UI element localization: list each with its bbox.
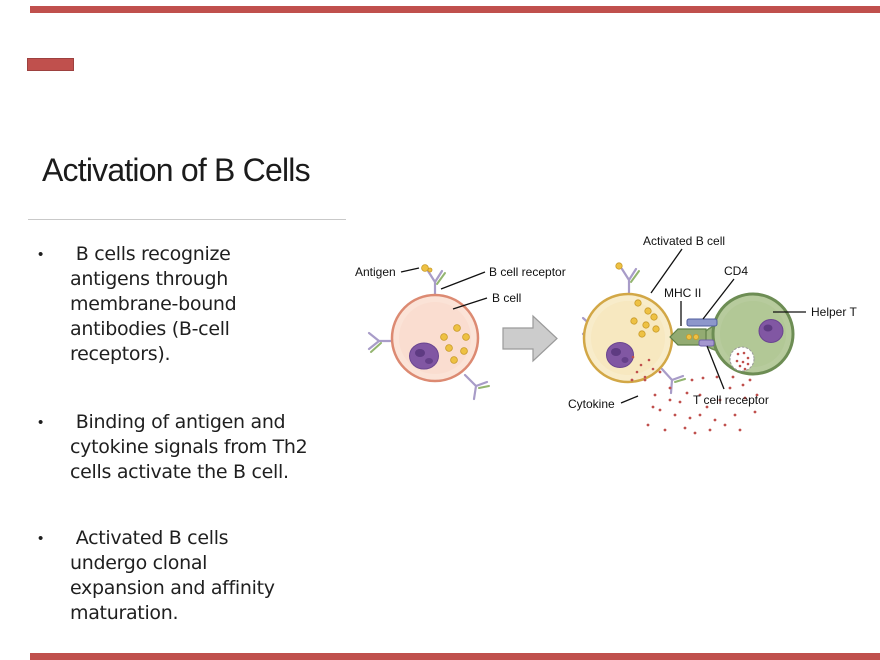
- cytokine-vesicle: [729, 346, 755, 372]
- title-divider: [28, 219, 346, 220]
- bullet-line: expansion and affinity: [70, 577, 275, 599]
- activated-b-cell-illustration: [581, 262, 686, 395]
- peptide-dot: [692, 334, 699, 341]
- b-cell-activation-diagram: Antigen B cell receptor B cell Activated…: [355, 234, 857, 435]
- bullet-item-2: • Binding of antigen and cytokine signal…: [28, 410, 358, 485]
- bullet-marker: •: [38, 414, 44, 431]
- bullet-line: maturation.: [70, 602, 179, 624]
- label-cytokine: Cytokine: [568, 397, 615, 411]
- b-cell-receptor-bottom-icon: [463, 373, 490, 401]
- label-mhc-ii: MHC II: [664, 286, 701, 300]
- page-title: Activation of B Cells: [42, 152, 311, 188]
- bullet-line: Activated B cells: [70, 527, 229, 549]
- cd4-pointer-line: [702, 278, 735, 320]
- label-helper-t: Helper T: [811, 305, 857, 319]
- antigen-pointer-line: [400, 267, 420, 273]
- bullet-text: Activated B cells undergo clonal expansi…: [70, 526, 358, 626]
- bullet-text: B cells recognize antigens through membr…: [70, 242, 358, 367]
- cytokine-dots-scatter: [630, 370, 759, 435]
- cytokine-pointer-line: [620, 395, 639, 404]
- bullet-marker: •: [38, 246, 44, 263]
- label-antigen: Antigen: [355, 265, 396, 279]
- bullet-line: undergo clonal: [70, 552, 208, 574]
- helper-t-illustration: [669, 292, 795, 376]
- bullet-text: Binding of antigen and cytokine signals …: [70, 410, 358, 485]
- cytokine-dots-inside: [631, 355, 655, 379]
- activated-b-receptor-top-icon: [615, 262, 640, 297]
- b-cell-receptor-top-icon: [421, 264, 446, 299]
- peptide-dot: [685, 334, 692, 341]
- top-accent-bar: [30, 6, 880, 13]
- helper-t-nucleus: [758, 319, 784, 343]
- bullet-line: antigens through: [70, 268, 228, 290]
- antigen-vesicles: [440, 324, 470, 364]
- b-cell-illustration: [367, 264, 490, 401]
- b-cell-pointer-line: [452, 297, 488, 310]
- bullet-line: receptors).: [70, 343, 171, 365]
- accent-dash: [27, 58, 74, 71]
- b-cell-nucleus: [409, 342, 439, 370]
- bullet-line: cells activate the B cell.: [70, 461, 289, 483]
- diagram-labels: Antigen B cell receptor B cell Activated…: [355, 234, 857, 411]
- antigen-dot: [421, 264, 429, 272]
- activated-b-pointer-line: [650, 248, 683, 294]
- bullet-line: antibodies (B-cell: [70, 318, 230, 340]
- t-cell-receptor-molecule: [698, 339, 715, 347]
- t-cell-receptor-pointer-line: [706, 345, 725, 390]
- transition-arrow-icon: [502, 314, 558, 363]
- bullet-item-3: • Activated B cells undergo clonal expan…: [28, 526, 358, 626]
- label-cd4: CD4: [724, 264, 748, 278]
- bullet-line: membrane-bound: [70, 293, 237, 315]
- label-t-cell-receptor: T cell receptor: [693, 393, 769, 407]
- label-activated-b-cell: Activated B cell: [643, 234, 725, 248]
- antigen-vesicles: [630, 299, 660, 338]
- bullet-line: Binding of antigen and: [70, 411, 286, 433]
- activated-b-receptor-bottom-icon: [660, 367, 686, 395]
- cd4-molecule: [686, 318, 718, 327]
- activated-b-nucleus: [606, 342, 634, 368]
- bullet-item-1: • B cells recognize antigens through mem…: [28, 242, 358, 367]
- bullet-marker: •: [38, 530, 44, 547]
- label-b-cell: B cell: [492, 291, 521, 305]
- bullet-line: cytokine signals from Th2: [70, 436, 308, 458]
- b-cell-receptor-pointer-line: [440, 271, 486, 290]
- bullet-line: B cells recognize: [70, 243, 231, 265]
- label-b-cell-receptor: B cell receptor: [489, 265, 566, 279]
- bottom-accent-bar: [30, 653, 880, 660]
